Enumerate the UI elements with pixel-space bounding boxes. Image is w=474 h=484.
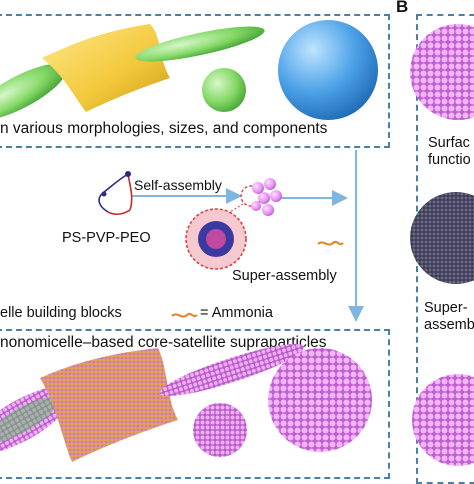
- legend-micelle-label: elle building blocks: [0, 305, 122, 321]
- right-sphere-bottom: [412, 374, 474, 466]
- right-text-2-line-2: assemb: [424, 317, 474, 333]
- legend-ammonia-icon: [171, 312, 198, 318]
- panel-b-letter: B: [396, 0, 409, 16]
- zoom-line-1: [229, 203, 244, 213]
- supraparticles-caption: nonomicelle–based core-satellite suprapa…: [0, 334, 327, 351]
- green-rod-core: [135, 26, 265, 62]
- rod-supraparticle: [159, 343, 305, 397]
- polymer-label: PS-PVP-PEO: [62, 230, 151, 246]
- right-text-2-line-1: Super-: [424, 300, 468, 316]
- blue-sphere-core: [278, 20, 378, 120]
- large-sphere-supraparticle: [268, 348, 372, 452]
- micelle-cluster: [251, 178, 282, 216]
- green-spindle-core: [0, 63, 67, 121]
- polymer-chain: [98, 171, 133, 215]
- self-assembly-label: Self-assembly: [134, 177, 222, 193]
- yellow-sheet-core: [42, 24, 170, 112]
- sheet-supraparticle: [40, 348, 178, 462]
- small-sphere-supraparticle: [193, 403, 247, 457]
- core-morphologies-caption: n various morphologies, sizes, and compo…: [0, 120, 328, 137]
- right-sphere-top: [410, 24, 474, 120]
- legend-ammonia-label: = Ammonia: [200, 305, 273, 321]
- ammonia-squiggle-icon: [317, 240, 344, 246]
- super-assembly-label: Super-assembly: [232, 268, 337, 284]
- right-sphere-middle: [410, 192, 474, 284]
- spindle-supraparticle: [0, 386, 74, 454]
- right-text-1-line-2: functio: [428, 152, 471, 168]
- right-text-1-line-1: Surfac: [428, 135, 470, 151]
- core-morphologies-box: [0, 14, 390, 148]
- green-sphere-core: [202, 68, 246, 112]
- micelle: [185, 208, 247, 270]
- schematic-graphics: [0, 20, 474, 466]
